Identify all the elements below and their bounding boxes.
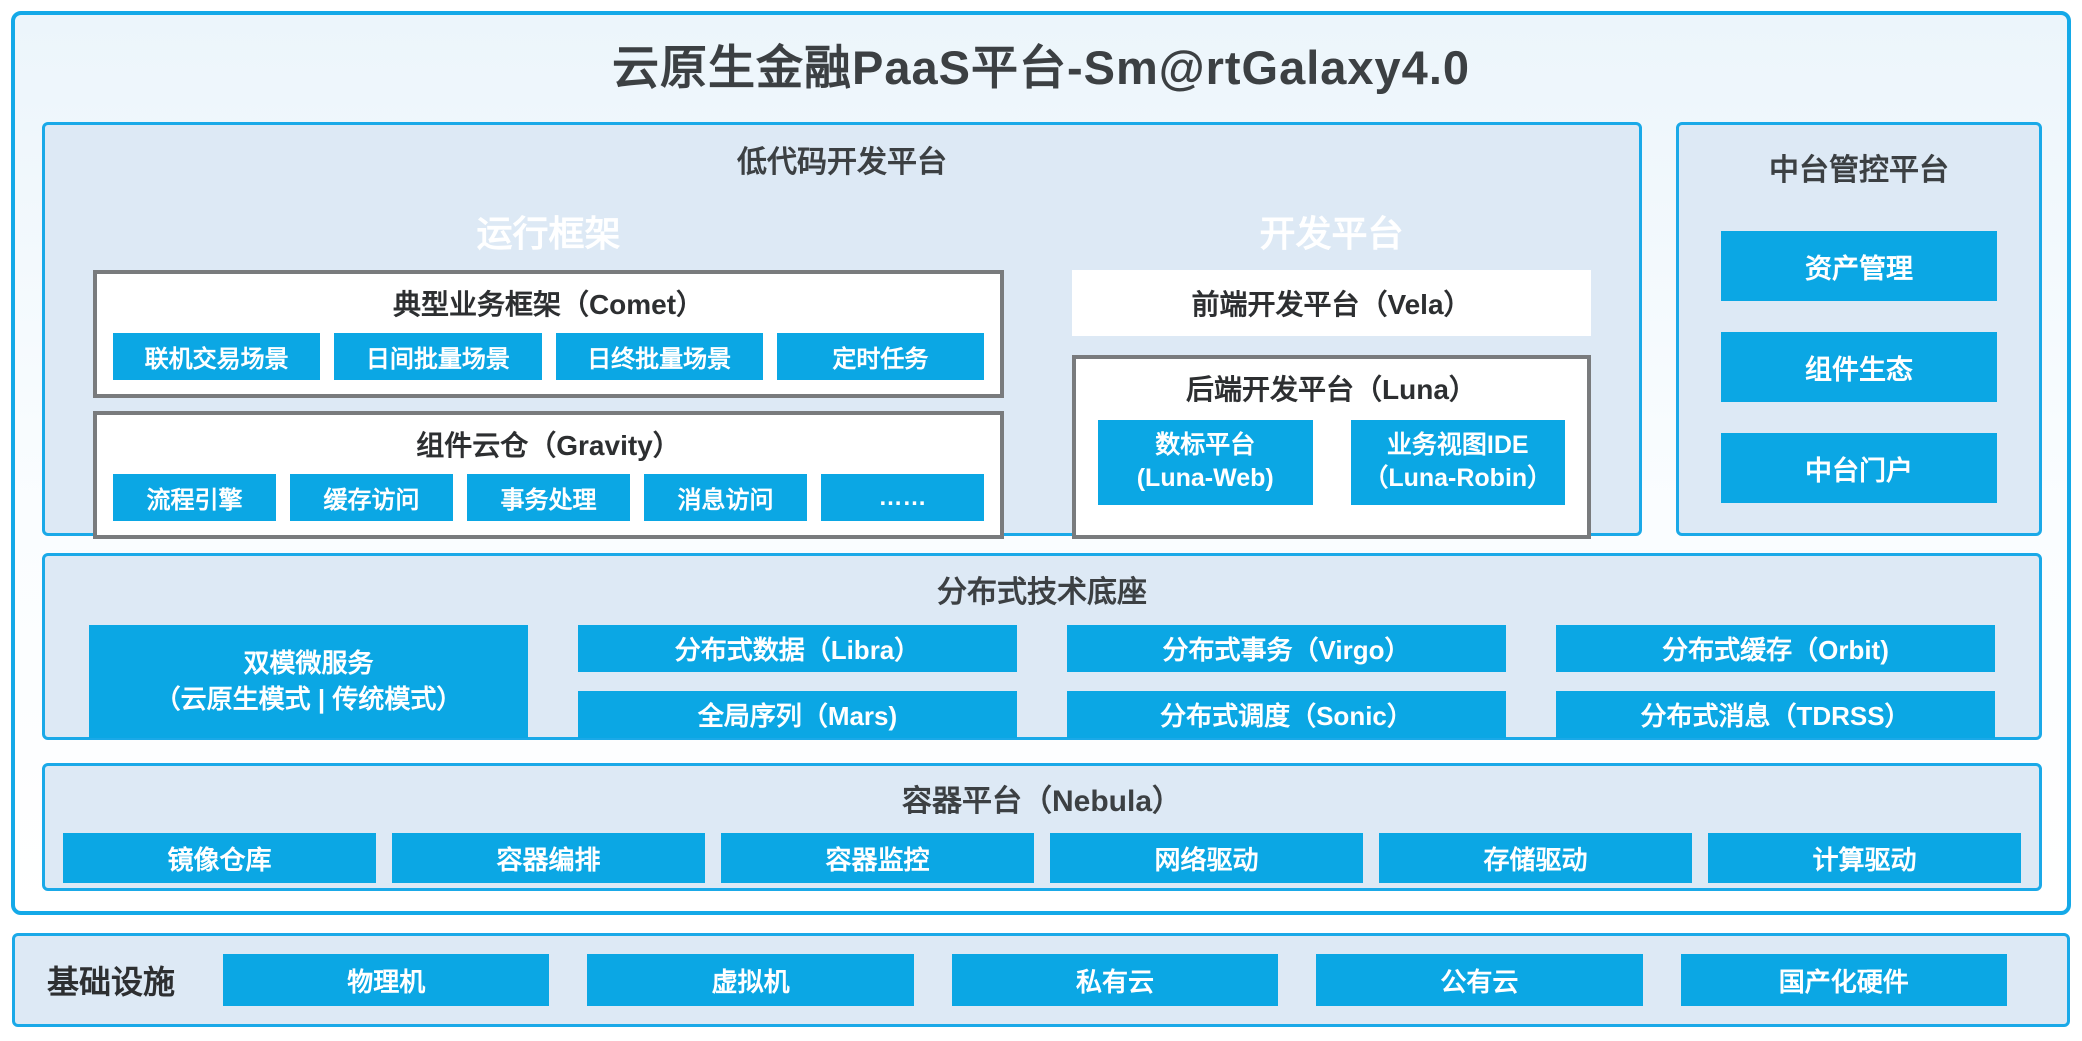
dev-platform-panel: 开发平台 前端开发平台（Vela） 后端开发平台（Luna） 数标平台 (Lun… xyxy=(1050,193,1613,553)
distributed-base-panel: 分布式技术底座 双模微服务 （云原生模式 | 传统模式） 分布式数据（Libra… xyxy=(42,553,2042,740)
low-code-platform-body: 运行框架 典型业务框架（Comet） 联机交易场景 日间批量场景 日终批量场景 … xyxy=(45,193,1639,568)
luna-chip-row: 数标平台 (Luna-Web) 业务视图IDE （Luna-Robin） xyxy=(1092,418,1571,505)
dev-platform-title: 开发平台 xyxy=(1259,213,1404,254)
infra-box-virtual-machine: 虚拟机 xyxy=(587,954,914,1006)
comet-chip: 联机交易场景 xyxy=(113,333,321,380)
infra-box-physical-machine: 物理机 xyxy=(223,954,550,1006)
comet-chip: 定时任务 xyxy=(776,333,984,380)
luna-robin-chip-line2: （Luna-Robin） xyxy=(1363,463,1553,492)
low-code-platform-panel: 低代码开发平台 运行框架 典型业务框架（Comet） 联机交易场景 日间批量场景… xyxy=(42,122,1642,539)
mid-platform-panel: 中台管控平台 资产管理 组件生态 中台门户 xyxy=(1676,122,2042,536)
infrastructure-label: 基础设施 xyxy=(47,964,176,1000)
gravity-chip: 流程引擎 xyxy=(113,474,276,521)
infra-box-domestic-hardware: 国产化硬件 xyxy=(1680,954,2007,1006)
comet-chip-row: 联机交易场景 日间批量场景 日终批量场景 定时任务 xyxy=(113,333,984,380)
global-sequence-box: 全局序列（Mars) xyxy=(578,691,1017,738)
container-box-compute-driver: 计算驱动 xyxy=(1708,833,2021,883)
dual-mode-line1: 双模微服务 xyxy=(243,648,374,679)
gravity-group-title: 组件云仓（Gravity） xyxy=(416,430,681,461)
gravity-warehouse-group: 组件云仓（Gravity） 流程引擎 缓存访问 事务处理 消息访问 …… xyxy=(93,411,1004,539)
distributed-col-2: 分布式事务（Virgo） 分布式调度（Sonic） xyxy=(1067,625,1506,738)
comet-group-title: 典型业务框架（Comet） xyxy=(392,289,705,320)
distributed-col-microservice: 双模微服务 （云原生模式 | 传统模式） xyxy=(89,625,528,738)
runtime-framework-panel: 运行框架 典型业务框架（Comet） 联机交易场景 日间批量场景 日终批量场景 … xyxy=(71,193,1026,553)
distributed-base-body: 双模微服务 （云原生模式 | 传统模式） 分布式数据（Libra） 全局序列（M… xyxy=(45,625,2039,738)
gravity-chip: 消息访问 xyxy=(644,474,807,521)
distributed-data-box: 分布式数据（Libra） xyxy=(578,625,1017,672)
comet-chip: 日间批量场景 xyxy=(334,333,542,380)
container-platform-panel: 容器平台（Nebula） 镜像仓库 容器编排 容器监控 网络驱动 存储驱动 计算… xyxy=(42,763,2042,891)
distributed-base-title: 分布式技术底座 xyxy=(937,576,1147,609)
main-frame: 云原生金融PaaS平台-Sm@rtGalaxy4.0 低代码开发平台 运行框架 … xyxy=(11,11,2071,915)
container-box-image-registry: 镜像仓库 xyxy=(63,833,376,883)
top-row: 低代码开发平台 运行框架 典型业务框架（Comet） 联机交易场景 日间批量场景… xyxy=(42,122,2042,539)
backend-luna-group: 后端开发平台（Luna） 数标平台 (Luna-Web) 业务视图IDE （Lu… xyxy=(1072,355,1591,539)
gravity-chip: 缓存访问 xyxy=(290,474,453,521)
luna-web-chip-line1: 数标平台 xyxy=(1155,431,1256,459)
mid-platform-item-portal: 中台门户 xyxy=(1721,433,1997,503)
infrastructure-panel: 基础设施 物理机 虚拟机 私有云 公有云 国产化硬件 xyxy=(12,933,2070,1027)
page-title: 云原生金融PaaS平台-Sm@rtGalaxy4.0 xyxy=(611,41,1471,94)
container-platform-title: 容器平台（Nebula） xyxy=(901,785,1183,818)
distributed-transaction-box: 分布式事务（Virgo） xyxy=(1067,625,1506,672)
luna-web-chip-line2: (Luna-Web) xyxy=(1136,463,1274,492)
container-box-orchestration: 容器编排 xyxy=(392,833,705,883)
container-box-network-driver: 网络驱动 xyxy=(1050,833,1363,883)
runtime-framework-title: 运行框架 xyxy=(476,213,621,254)
luna-group-title: 后端开发平台（Luna） xyxy=(1186,374,1477,405)
mid-platform-title: 中台管控平台 xyxy=(1769,154,1949,187)
dual-mode-line2: （云原生模式 | 传统模式） xyxy=(154,683,463,714)
gravity-chip: 事务处理 xyxy=(467,474,630,521)
luna-robin-chip-line1: 业务视图IDE xyxy=(1386,431,1529,459)
distributed-scheduling-box: 分布式调度（Sonic） xyxy=(1067,691,1506,738)
mid-platform-item-component-ecosystem: 组件生态 xyxy=(1721,332,1997,402)
low-code-platform-title: 低代码开发平台 xyxy=(737,146,947,179)
comet-framework-group: 典型业务框架（Comet） 联机交易场景 日间批量场景 日终批量场景 定时任务 xyxy=(93,270,1004,398)
container-box-storage-driver: 存储驱动 xyxy=(1379,833,1692,883)
distributed-message-box: 分布式消息（TDRSS） xyxy=(1556,691,1995,738)
distributed-col-1: 分布式数据（Libra） 全局序列（Mars) xyxy=(578,625,1017,738)
gravity-chip-row: 流程引擎 缓存访问 事务处理 消息访问 …… xyxy=(113,474,984,521)
luna-robin-chip: 业务视图IDE （Luna-Robin） xyxy=(1350,420,1565,505)
mid-platform-item-asset-management: 资产管理 xyxy=(1721,231,1997,301)
comet-chip: 日终批量场景 xyxy=(555,333,763,380)
luna-web-chip: 数标平台 (Luna-Web) xyxy=(1098,420,1313,505)
gravity-chip-ellipsis: …… xyxy=(821,474,984,521)
container-platform-body: 镜像仓库 容器编排 容器监控 网络驱动 存储驱动 计算驱动 xyxy=(45,833,2039,883)
frontend-vela-box: 前端开发平台（Vela） xyxy=(1072,270,1591,336)
dual-mode-microservice-box: 双模微服务 （云原生模式 | 传统模式） xyxy=(89,625,528,738)
infra-box-public-cloud: 公有云 xyxy=(1316,954,1643,1006)
distributed-cache-box: 分布式缓存（Orbit) xyxy=(1556,625,1995,672)
infra-box-private-cloud: 私有云 xyxy=(951,954,1279,1006)
container-box-monitoring: 容器监控 xyxy=(721,833,1034,883)
distributed-col-3: 分布式缓存（Orbit) 分布式消息（TDRSS） xyxy=(1556,625,1995,738)
